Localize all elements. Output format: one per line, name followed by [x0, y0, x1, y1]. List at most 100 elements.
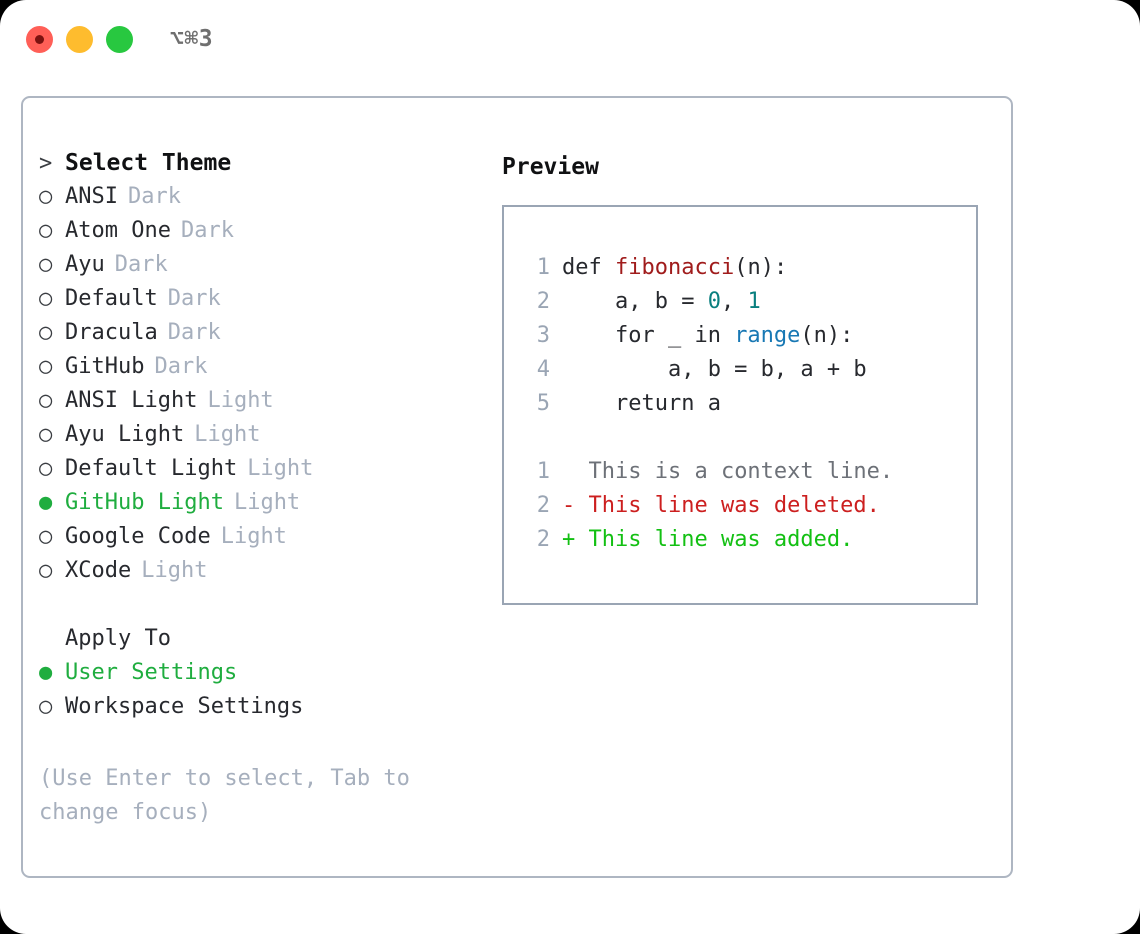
- theme-list-item[interactable]: ○ ANSI Dark: [39, 184, 469, 218]
- theme-list-item[interactable]: ○ Default Dark: [39, 286, 469, 320]
- radio-unselected-icon: ○: [39, 252, 53, 277]
- radio-unselected-icon: ○: [39, 388, 53, 413]
- code-token: return a: [562, 391, 721, 416]
- theme-variant-badge: Light: [141, 558, 208, 583]
- apply-to-item[interactable]: ● User Settings: [39, 660, 469, 694]
- code-line: 5 return a: [524, 387, 976, 421]
- title-bar: ⌥⌘3: [0, 0, 1140, 76]
- theme-name-label: Google Code: [65, 524, 211, 549]
- code-token: 0: [707, 289, 721, 314]
- radio-unselected-icon: ○: [39, 286, 53, 311]
- radio-unselected-icon: ○: [39, 320, 53, 345]
- theme-name-label: GitHub Light: [65, 490, 224, 515]
- line-number: 4: [536, 357, 550, 382]
- radio-unselected-icon: ○: [39, 694, 53, 719]
- theme-variant-badge: Dark: [127, 184, 181, 209]
- theme-variant-badge: Dark: [167, 286, 221, 311]
- select-theme-heading: > Select Theme: [39, 150, 469, 184]
- diff-line: 2- This line was deleted.: [524, 489, 976, 523]
- theme-list-item[interactable]: ○ Default Light Light: [39, 456, 469, 490]
- diff-text: This is a context line.: [575, 459, 894, 484]
- diff-text: This line was deleted.: [575, 493, 880, 518]
- code-token: 1: [747, 289, 761, 314]
- preview-gap: [524, 421, 976, 455]
- theme-variant-badge: Light: [207, 388, 274, 413]
- close-button[interactable]: [26, 26, 53, 53]
- theme-name-label: Ayu: [65, 252, 105, 277]
- line-number: 2: [536, 289, 550, 314]
- theme-variant-badge: Dark: [180, 218, 234, 243]
- radio-unselected-icon: ○: [39, 354, 53, 379]
- radio-selected-icon: ●: [39, 660, 53, 685]
- radio-unselected-icon: ○: [39, 456, 53, 481]
- minimize-button[interactable]: [66, 26, 93, 53]
- theme-name-label: Dracula: [65, 320, 158, 345]
- heading-caret-icon: >: [39, 151, 53, 176]
- theme-variant-badge: Dark: [167, 320, 221, 345]
- radio-unselected-icon: ○: [39, 558, 53, 583]
- line-number: 2: [536, 493, 550, 518]
- theme-list-item[interactable]: ○ GitHub Dark: [39, 354, 469, 388]
- diff-marker: [562, 455, 575, 489]
- code-token: fibonacci: [614, 255, 735, 280]
- theme-list-item[interactable]: ○ XCode Light: [39, 558, 469, 592]
- theme-variant-badge: Light: [220, 524, 287, 549]
- code-token: a, b = b, a + b: [562, 357, 867, 382]
- code-token: for _ in: [562, 323, 735, 348]
- theme-name-label: ANSI Light: [65, 388, 198, 413]
- theme-variant-badge: Light: [247, 456, 314, 481]
- theme-variant-badge: Dark: [114, 252, 168, 277]
- radio-unselected-icon: ○: [39, 422, 53, 447]
- line-number: 1: [536, 459, 550, 484]
- apply-to-label: Workspace Settings: [65, 694, 304, 719]
- preview-title: Preview: [502, 154, 599, 180]
- theme-name-label: Atom One: [65, 218, 171, 243]
- apply-to-heading-label: Apply To: [65, 626, 171, 651]
- theme-list-item[interactable]: ○ Atom One Dark: [39, 218, 469, 252]
- maximize-button[interactable]: [106, 26, 133, 53]
- radio-unselected-icon: ○: [39, 184, 53, 209]
- theme-list-item[interactable]: ○ ANSI Light Light: [39, 388, 469, 422]
- keyboard-hint: (Use Enter to select, Tab to change focu…: [39, 766, 410, 825]
- code-token: ,: [720, 289, 748, 314]
- code-line: 3 for _ in range(n):: [524, 319, 976, 353]
- apply-to-item[interactable]: ○ Workspace Settings: [39, 694, 469, 728]
- select-theme-heading-label: Select Theme: [65, 150, 232, 176]
- apply-to-label: User Settings: [65, 660, 238, 685]
- code-line: 2 a, b = 0, 1: [524, 285, 976, 319]
- radio-unselected-icon: ○: [39, 218, 53, 243]
- diff-marker: -: [562, 493, 576, 518]
- theme-name-label: XCode: [65, 558, 132, 583]
- list-spacer: [39, 592, 469, 626]
- code-token: a, b =: [562, 289, 708, 314]
- theme-name-label: Default: [65, 286, 158, 311]
- diff-marker: +: [562, 527, 576, 552]
- diff-line: 1 This is a context line.: [524, 455, 976, 489]
- apply-to-list: ● User Settings ○ Workspace Settings: [39, 660, 469, 728]
- theme-name-label: Ayu Light: [65, 422, 185, 447]
- line-number: 3: [536, 323, 550, 348]
- theme-list-item[interactable]: ○ Ayu Dark: [39, 252, 469, 286]
- code-token: (n):: [734, 255, 788, 280]
- theme-variant-badge: Dark: [154, 354, 208, 379]
- diff-text: This line was added.: [575, 527, 854, 552]
- code-line: 4 a, b = b, a + b: [524, 353, 976, 387]
- theme-name-label: Default Light: [65, 456, 238, 481]
- code-token: range: [734, 323, 801, 348]
- theme-name-label: GitHub: [65, 354, 145, 379]
- theme-name-label: ANSI: [65, 184, 118, 209]
- theme-variant-badge: Light: [233, 490, 301, 515]
- code-token: def: [562, 255, 615, 280]
- theme-list-item[interactable]: ○ Dracula Dark: [39, 320, 469, 354]
- line-number: 5: [536, 391, 550, 416]
